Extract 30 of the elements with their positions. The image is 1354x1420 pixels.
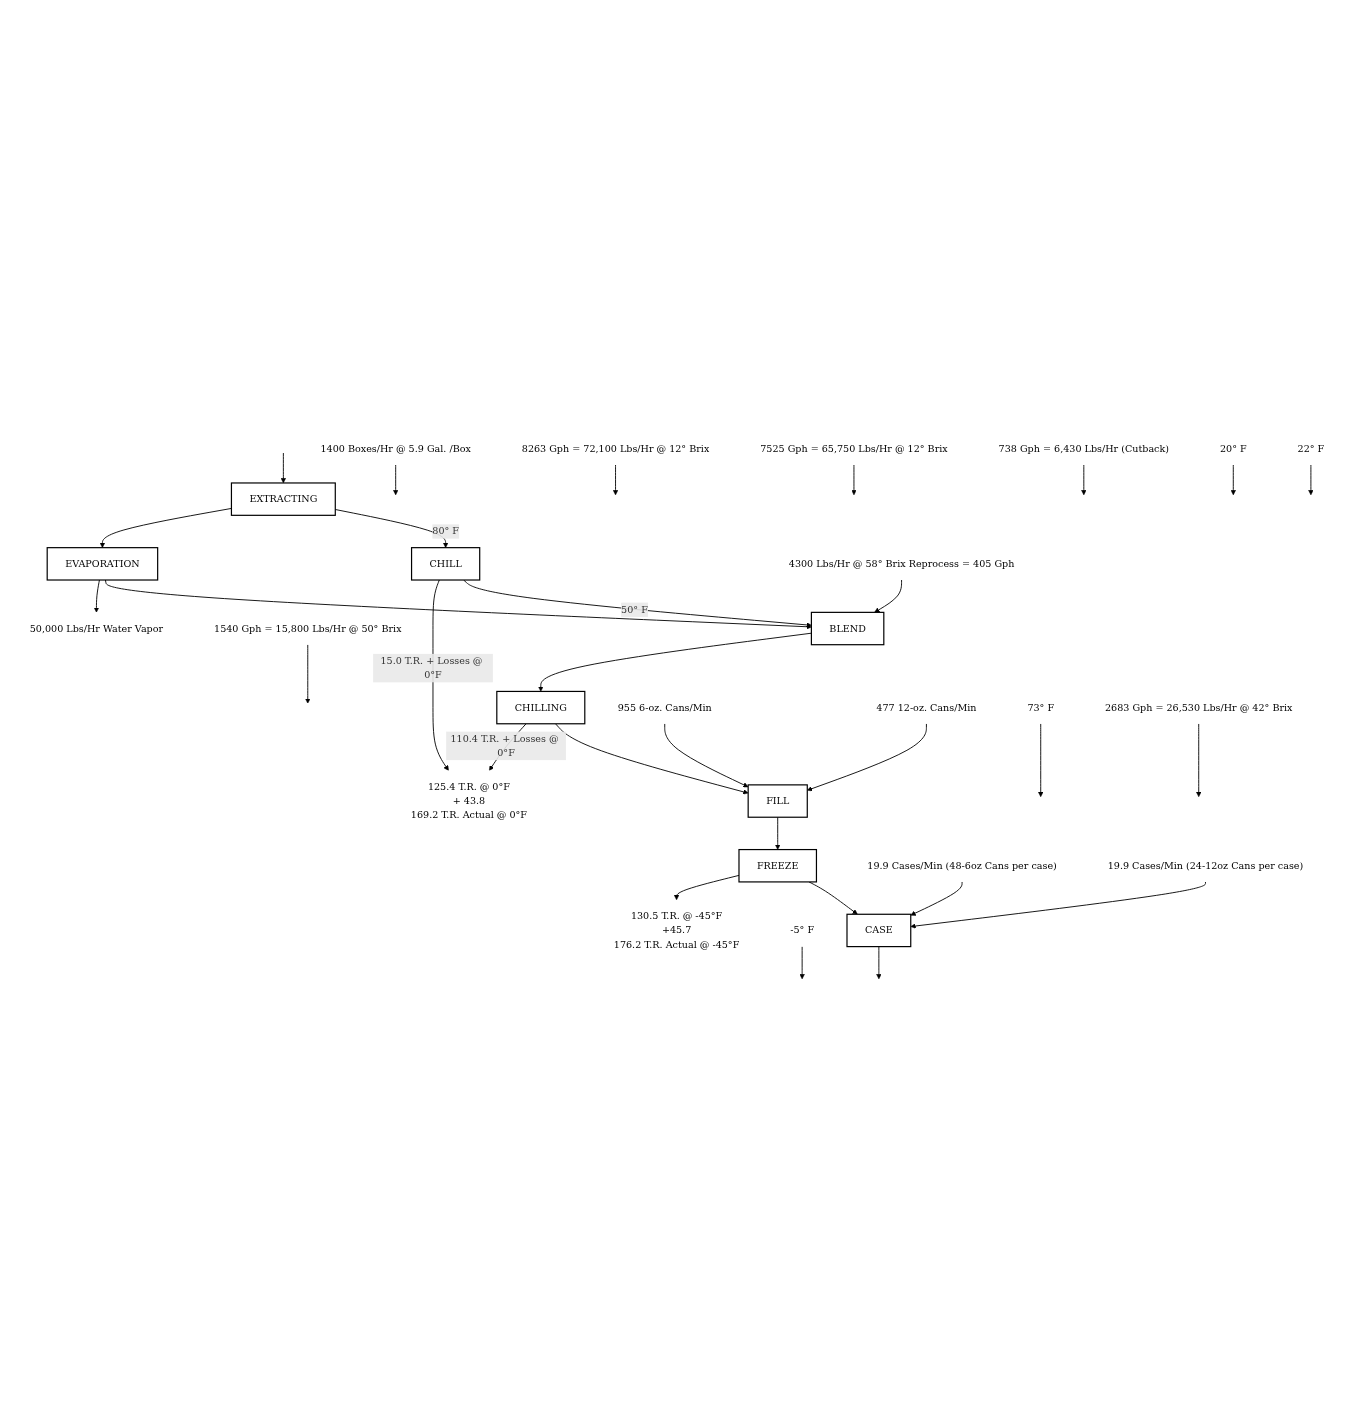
node-text: 7525 Gph = 65,750 Lbs/Hr @ 12° Brix xyxy=(760,442,948,455)
node-box: EVAPORATION xyxy=(46,547,159,581)
node-text: 1540 Gph = 15,800 Lbs/Hr @ 50° Brix xyxy=(214,622,402,634)
node-box: BLEND xyxy=(810,611,885,646)
node-box: CHILLING xyxy=(496,690,586,725)
node-text: 73° F xyxy=(1027,701,1055,713)
node-text: 4300 Lbs/Hr @ 58° Brix Reprocess = 405 Gph xyxy=(788,557,1015,570)
node-text: 1400 Boxes/Hr @ 5.9 Gal. /Box xyxy=(320,442,471,455)
node-text: 22° F xyxy=(1297,442,1325,455)
node-text: 20° F xyxy=(1219,442,1247,455)
node-text: 955 6-oz. Cans/Min xyxy=(617,701,712,713)
node-text: 130.5 T.R. @ -45°F +45.7 176.2 T.R. Actual @ -45°F xyxy=(613,910,740,951)
node-text: 738 Gph = 6,430 Lbs/Hr (Cutback) xyxy=(998,442,1170,455)
node-box: FILL xyxy=(747,784,808,818)
node-box: CHILL xyxy=(410,547,481,581)
node-box: FREEZE xyxy=(738,848,818,883)
node-text: 19.9 Cases/Min (48-6oz Cans per case) xyxy=(867,859,1057,872)
edge-label: 50° F xyxy=(621,603,648,616)
node-text: 8263 Gph = 72,100 Lbs/Hr @ 12° Brix xyxy=(521,442,710,455)
node-box: CASE xyxy=(846,913,912,948)
node-text: 2683 Gph = 26,530 Lbs/Hr @ 42° Brix xyxy=(1104,701,1293,713)
node-text: 19.9 Cases/Min (24-12oz Cans per case) xyxy=(1107,859,1304,872)
node-box: EXTRACTING xyxy=(230,482,336,516)
node-text: -5° F xyxy=(790,924,815,936)
edge-label: 15.0 T.R. + Losses @ 0°F xyxy=(380,654,483,681)
edge-label: 110.4 T.R. + Losses @ 0°F xyxy=(450,732,559,759)
node-text: 50,000 Lbs/Hr Water Vapor xyxy=(29,622,164,634)
node-text: 477 12-oz. Cans/Min xyxy=(876,701,977,713)
node-text: 125.4 T.R. @ 0°F + 43.8 169.2 T.R. Actual @ 0°F xyxy=(410,780,527,821)
edge-label: 80° F xyxy=(432,525,459,537)
